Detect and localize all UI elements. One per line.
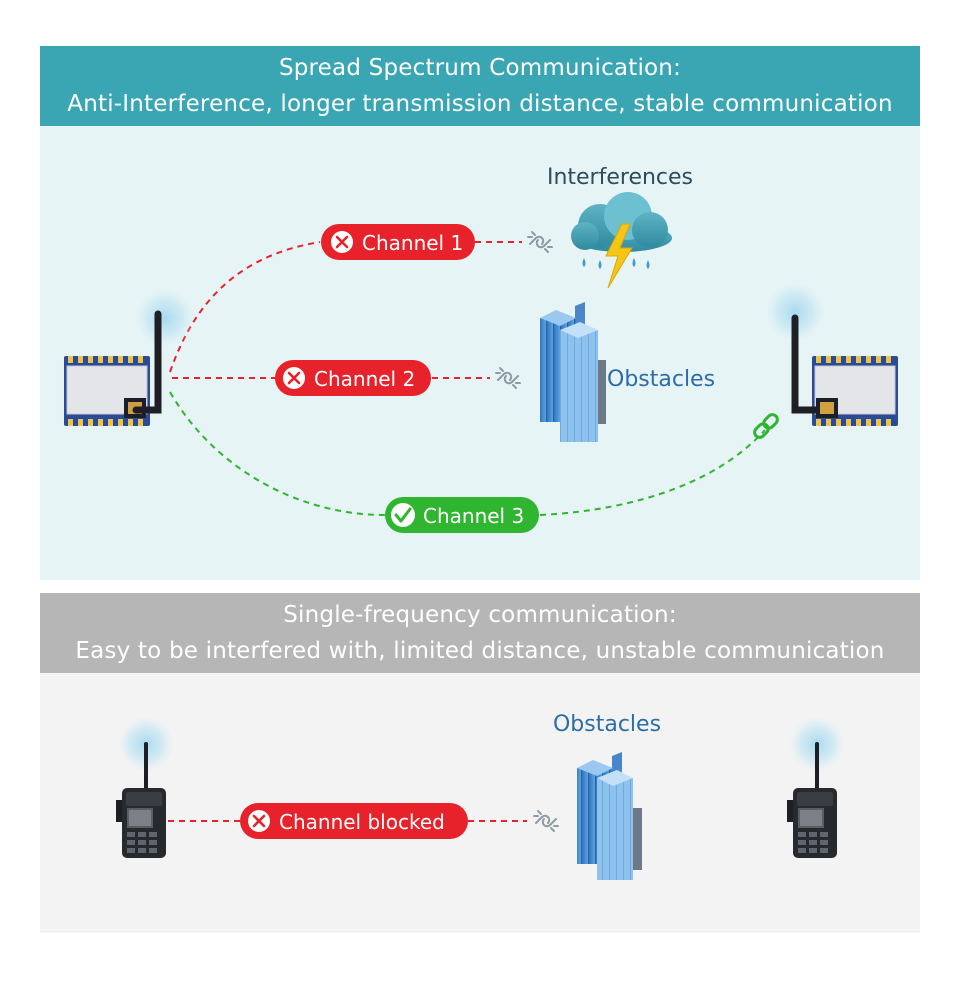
- single-frequency-banner: Single-frequency communication: Easy to …: [40, 593, 920, 673]
- broken-link-icon: [527, 231, 553, 253]
- x-circle-icon: [335, 235, 349, 249]
- spread-spectrum-title: Spread Spectrum Communication:: [278, 55, 682, 81]
- obstacles-label-bottom: Obstacles: [553, 712, 661, 737]
- check-icon: [394, 507, 412, 523]
- single-frequency-panel: Single-frequency communication: Easy to …: [40, 593, 920, 933]
- right-walkie-talkie: [787, 716, 845, 858]
- channel-1-label: Channel 1: [362, 231, 463, 255]
- channel-blocked-badge: Channel blocked: [240, 803, 468, 839]
- channel-1-badge: Channel 1: [321, 224, 475, 260]
- channel-2-label: Channel 2: [314, 367, 415, 391]
- channel-2-badge: Channel 2: [275, 360, 431, 396]
- single-frequency-title: Single-frequency communication:: [283, 602, 677, 628]
- channel-blocked-label: Channel blocked: [279, 810, 445, 834]
- channel-3-path: [169, 391, 386, 516]
- building-icon: [540, 302, 606, 442]
- obstacles-label-top: Obstacles: [607, 367, 715, 392]
- single-frequency-subtitle: Easy to be interfered with, limited dist…: [75, 638, 885, 664]
- channel-3-label: Channel 3: [423, 504, 524, 528]
- chain-link-icon: [753, 413, 779, 439]
- storm-cloud-icon: [571, 192, 672, 289]
- building-icon: [577, 752, 642, 880]
- broken-link-icon: [533, 810, 559, 832]
- interferences-label: Interferences: [547, 165, 693, 190]
- broken-link-icon: [495, 367, 521, 389]
- x-circle-icon: [252, 814, 266, 828]
- left-lora-module: [64, 288, 195, 426]
- spread-spectrum-subtitle: Anti-Interference, longer transmission d…: [67, 91, 893, 117]
- right-lora-module: [765, 282, 898, 426]
- channel-1-path: [169, 241, 321, 373]
- channel-3-badge: Channel 3: [385, 497, 539, 533]
- spread-spectrum-banner: Spread Spectrum Communication: Anti-Inte…: [40, 46, 920, 126]
- x-circle-icon: [287, 371, 301, 385]
- left-walkie-talkie: [116, 716, 174, 858]
- channel-3-path-right: [539, 429, 766, 516]
